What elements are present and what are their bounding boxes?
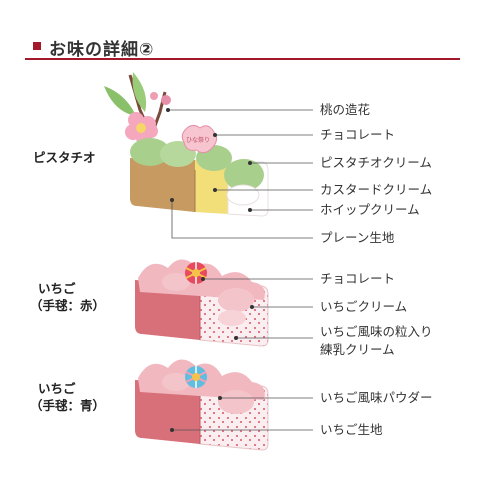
part-label: チョコレート [320,271,396,286]
part-label: 練乳クリーム [320,342,395,357]
part-label: チョコレート [320,127,396,142]
part-label: プレーン生地 [320,230,395,245]
pistachio-cake-illustration: ひな祭り [104,72,313,239]
cake-name-pistachio: ピスタチオ [33,150,96,165]
cake-subname-strawberry-blue: （手毬：青） [30,398,106,413]
part-label: 桃の造花 [320,102,371,117]
part-label: いちご風味の粒入り [320,324,433,339]
cake-subname-strawberry-red: （手毬：赤） [30,298,106,313]
part-label: いちごクリーム [320,299,408,314]
header-rule [25,58,460,60]
strawberry-blue-cake-illustration [135,359,313,451]
strawberry-red-cake-illustration [135,259,313,347]
part-label: ホイップクリーム [320,202,420,217]
plaque-text: ひな祭り [186,136,210,144]
peach-blossom-icon [125,112,158,146]
section-title: お味の詳細② [49,40,155,60]
part-label: いちご風味パウダー [320,390,433,405]
square-bullet-icon [33,42,41,50]
part-label: カスタードクリーム [320,182,433,197]
cake-name-strawberry-blue: いちご [38,381,76,396]
cake-name-strawberry-red: いちご [38,281,76,296]
chocolate-plaque-icon: ひな祭り [181,124,218,154]
temari-ball-blue-icon [185,366,207,388]
part-label: ピスタチオクリーム [320,155,432,170]
section-header: お味の詳細② [0,0,480,60]
part-label: いちご生地 [320,422,383,437]
